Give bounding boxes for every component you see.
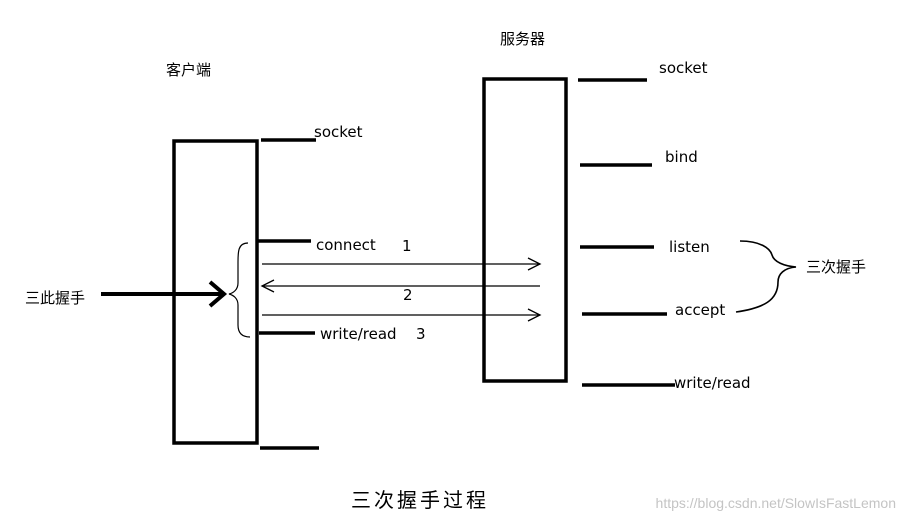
watermark-text: https://blog.csdn.net/SlowIsFastLemon — [656, 495, 896, 511]
arrow-number-3: 3 — [416, 325, 426, 343]
client-handshake-brace — [228, 242, 251, 338]
left-handshake-label: 三此握手 — [25, 289, 85, 307]
server-step-socket: socket — [659, 59, 708, 77]
server-box — [482, 77, 568, 383]
server-step-bind: bind — [665, 148, 698, 166]
server-step-write-read: write/read — [674, 374, 751, 392]
server-step-listen: listen — [669, 238, 710, 256]
arrow-number-1: 1 — [402, 237, 412, 255]
client-step-write-read: write/read — [320, 325, 397, 343]
handshake-arrow-1 — [262, 257, 542, 271]
server-handshake-brace — [735, 240, 797, 313]
right-handshake-label: 三次握手 — [806, 258, 866, 276]
client-step-socket: socket — [314, 123, 363, 141]
diagram-caption: 三次握手过程 — [351, 488, 489, 512]
arrow-number-2: 2 — [403, 286, 413, 304]
left-handshake-arrow — [101, 280, 228, 308]
server-title: 服务器 — [500, 30, 545, 48]
handshake-arrow-2 — [260, 279, 540, 293]
client-title: 客户端 — [166, 61, 211, 79]
handshake-arrow-3 — [262, 308, 542, 322]
server-step-accept: accept — [675, 301, 725, 319]
client-step-connect: connect — [316, 236, 376, 254]
